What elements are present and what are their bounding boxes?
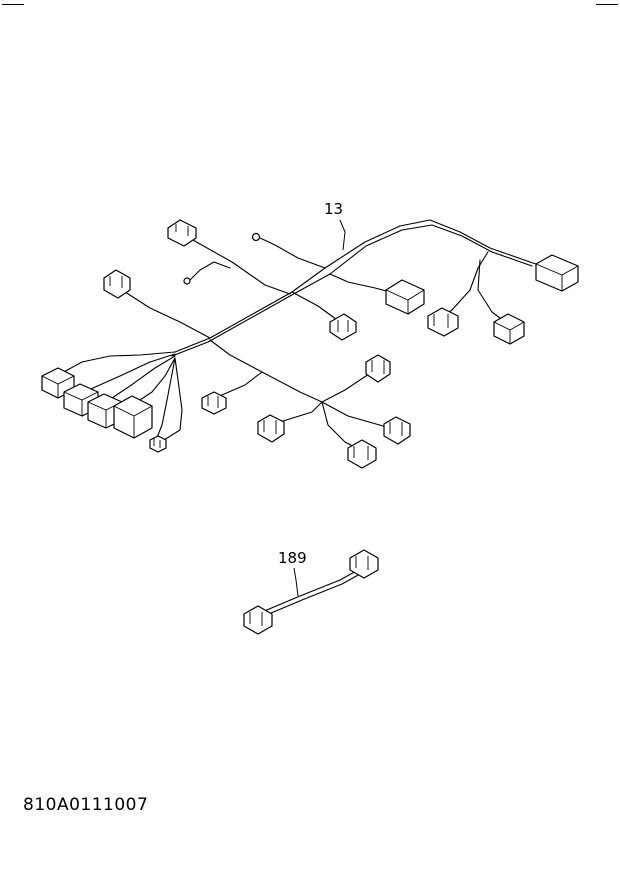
jumper-harness: 189	[243, 549, 379, 635]
callout-13-label: 13	[324, 200, 343, 218]
connector-bottom-5	[201, 391, 227, 415]
plug-rect-right	[535, 254, 579, 292]
connector-middle-2pin	[329, 313, 357, 341]
connector-bottom-1	[365, 354, 391, 383]
jumper-connector-left	[243, 605, 273, 635]
ground-terminal	[183, 277, 191, 285]
callout-189-label: 189	[278, 549, 307, 567]
main-harness	[59, 219, 543, 451]
connector-bottom-2	[383, 416, 411, 445]
connector-right-a	[427, 307, 459, 337]
jumper-connector-right	[349, 549, 379, 579]
callout-13: 13	[324, 200, 346, 251]
connector-bottom-3	[257, 414, 285, 443]
drawing-number: 810A0111007	[23, 795, 149, 815]
connector-cluster-4	[113, 395, 153, 439]
corner-mark-left	[2, 4, 24, 5]
callout-189: 189	[278, 549, 307, 597]
plug-rect-middle	[385, 279, 425, 315]
connector-bottom-4	[347, 439, 377, 469]
connector-top-left	[167, 219, 197, 247]
connector-cluster-5	[149, 435, 167, 453]
ring-terminal	[251, 232, 261, 242]
corner-mark-right	[596, 4, 618, 5]
connector-right-b	[493, 313, 525, 345]
connector-left	[103, 269, 131, 299]
